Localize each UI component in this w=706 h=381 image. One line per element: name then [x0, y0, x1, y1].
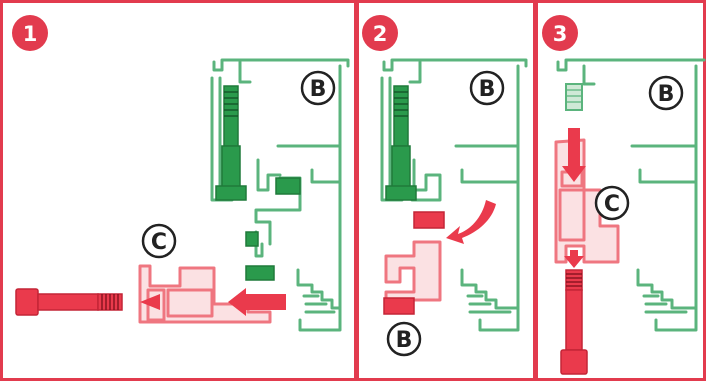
label-c-text-2: C [604, 192, 620, 217]
label-b-text-3: B [396, 328, 413, 353]
label-b-text-2: B [479, 77, 496, 102]
label-b-circle-2 [469, 70, 505, 106]
label-b-text-4: B [658, 82, 675, 107]
panel-step-1: 1 B [12, 15, 350, 332]
curved-arrow [446, 200, 496, 244]
arrow-left-small [140, 294, 160, 310]
label-c-circle-2 [594, 185, 630, 221]
label-c-text: C [151, 230, 167, 255]
green-bolt-2 [385, 85, 417, 201]
label-b-circle-3 [386, 321, 422, 357]
red-bolt-horizontal [15, 288, 123, 316]
label-c-circle [141, 223, 177, 259]
teeth-profile-1 [296, 268, 342, 310]
green-clip-top [275, 177, 301, 195]
teeth-profile-2 [460, 268, 520, 310]
step-number-1: 1 [23, 22, 38, 46]
panel-divider-2 [533, 0, 538, 381]
panel-step-3: 3 B C [542, 15, 706, 375]
panel-step-2: 2 B B [362, 15, 528, 357]
teeth-lines-2 [466, 294, 512, 314]
profile-b-extrusion-3 [556, 58, 706, 332]
step-number-2: 2 [373, 22, 388, 46]
teeth-lines-3 [642, 294, 688, 314]
label-b-circle-4 [648, 75, 684, 111]
step-badge-3 [542, 15, 578, 51]
step-badge-1 [12, 15, 48, 51]
label-b-circle [300, 70, 336, 106]
green-thread-tip [565, 83, 583, 111]
green-clip-bottom [245, 265, 275, 281]
arrow-left-large [228, 288, 286, 316]
pink-clip-rotating [383, 211, 445, 315]
teeth-lines-1 [302, 294, 336, 314]
green-bolt [215, 85, 247, 201]
step-badge-2 [362, 15, 398, 51]
arrow-down-top [562, 128, 586, 182]
step-number-3: 3 [553, 22, 568, 46]
arrow-down-small [564, 250, 584, 268]
red-bolt-vertical [560, 269, 588, 375]
green-clip-mid [245, 231, 259, 247]
teeth-profile-3 [636, 268, 698, 310]
panel-divider-1 [354, 0, 359, 381]
label-b-text: B [310, 77, 327, 102]
